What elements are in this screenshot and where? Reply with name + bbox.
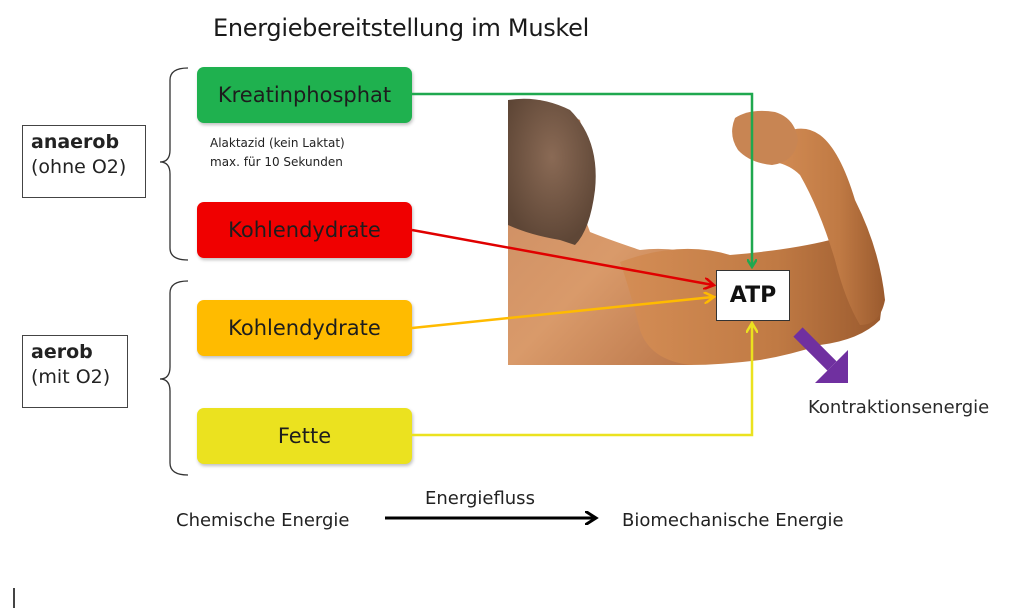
contraction-energy-label: Kontraktionsenergie <box>808 397 990 418</box>
category-aerob-title: aerob <box>31 341 93 363</box>
source-kohlenhydrate-anaerob: Kohlendydrate <box>197 202 412 258</box>
text-cursor <box>13 588 15 608</box>
diagram-title: Energiebereitstellung im Muskel <box>213 14 590 42</box>
category-anaerob-sub: (ohne O2) <box>31 156 127 178</box>
source-kreatinphosphat: Kreatinphosphat <box>197 67 412 123</box>
category-anaerob: anaerob (ohne O2) <box>22 125 146 198</box>
note-line-2: max. für 10 Sekunden <box>210 155 343 169</box>
forearm-shape <box>770 128 885 325</box>
energy-flow-label: Energiefluss <box>425 488 535 509</box>
head-shape <box>508 98 596 245</box>
arrow-kreatinphosphat-to-atp <box>412 92 752 266</box>
brace-anaerob <box>159 67 189 261</box>
category-aerob: aerob (mit O2) <box>22 335 128 408</box>
kreatinphosphat-note: Alaktazid (kein Laktat) max. für 10 Seku… <box>210 134 345 172</box>
arrow-fette-to-atp <box>412 324 752 437</box>
chemical-energy-label: Chemische Energie <box>176 510 350 531</box>
fist-shape <box>732 110 798 165</box>
note-line-1: Alaktazid (kein Laktat) <box>210 136 345 150</box>
arrow-kohlenhydrate-aerob-to-atp <box>411 297 713 330</box>
contraction-arrow <box>793 327 848 383</box>
biomechanical-energy-label: Biomechanische Energie <box>622 510 844 531</box>
source-kohlenhydrate-aerob: Kohlendydrate <box>197 300 412 356</box>
brace-aerob <box>159 280 189 476</box>
category-anaerob-title: anaerob <box>31 131 120 153</box>
source-fette: Fette <box>197 408 412 464</box>
category-aerob-sub: (mit O2) <box>31 366 111 388</box>
atp-box: ATP <box>716 270 790 321</box>
arrow-kohlenhydrate-anaerob-to-atp <box>411 228 713 285</box>
